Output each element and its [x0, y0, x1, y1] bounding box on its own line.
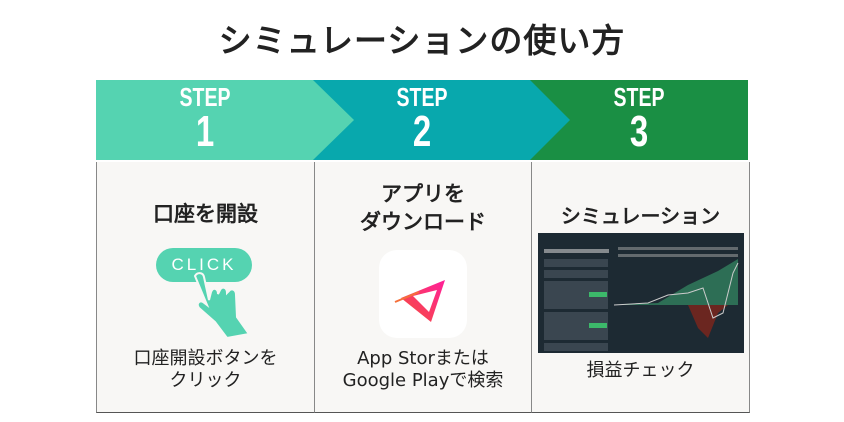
step-band — [96, 80, 748, 160]
title-line: ダウンロード — [360, 210, 486, 234]
simulation-screenshot — [538, 233, 744, 353]
step-label: STEP — [396, 82, 448, 112]
step3-header: STEP 3 — [594, 84, 684, 154]
description-line: App Storまたは — [357, 348, 489, 369]
description-line: 口座開設ボタンを — [133, 348, 278, 369]
step2-title: アプリを ダウンロード — [315, 180, 531, 236]
description-line: クリック — [169, 370, 242, 391]
step1-panel: 口座を開設 CLICK 口座開設ボタンを クリック — [96, 162, 314, 413]
step2-panel: アプリを ダウンロード App Storまたは Google Playで検索 — [314, 162, 531, 413]
title-line: アプリを — [381, 182, 465, 206]
step-number: 2 — [412, 107, 432, 156]
description-line: Google Playで検索 — [342, 370, 504, 391]
step3-banner — [530, 80, 748, 160]
step2-description: App Storまたは Google Playで検索 — [315, 348, 531, 392]
step3-panel: シミュレーション 損益チェック — [531, 162, 750, 413]
hand-pointer-click-icon — [193, 272, 251, 340]
step1-header: STEP 1 — [160, 84, 250, 154]
step1-description: 口座開設ボタンを クリック — [97, 348, 314, 392]
step-number: 3 — [629, 107, 649, 156]
step-label: STEP — [613, 82, 665, 112]
step2-header: STEP 2 — [377, 84, 467, 154]
step-number: 1 — [195, 107, 215, 156]
app-icon — [379, 250, 467, 338]
step3-title: シミュレーション — [560, 204, 721, 228]
step1-title: 口座を開設 — [153, 202, 258, 226]
step3-description: 損益チェック — [586, 360, 695, 381]
app-arrow-logo-icon — [394, 280, 445, 322]
step2-banner — [313, 80, 570, 160]
step1-banner — [96, 80, 354, 160]
page-title: シミュレーションの使い方 — [218, 21, 626, 60]
step-label: STEP — [179, 82, 231, 112]
